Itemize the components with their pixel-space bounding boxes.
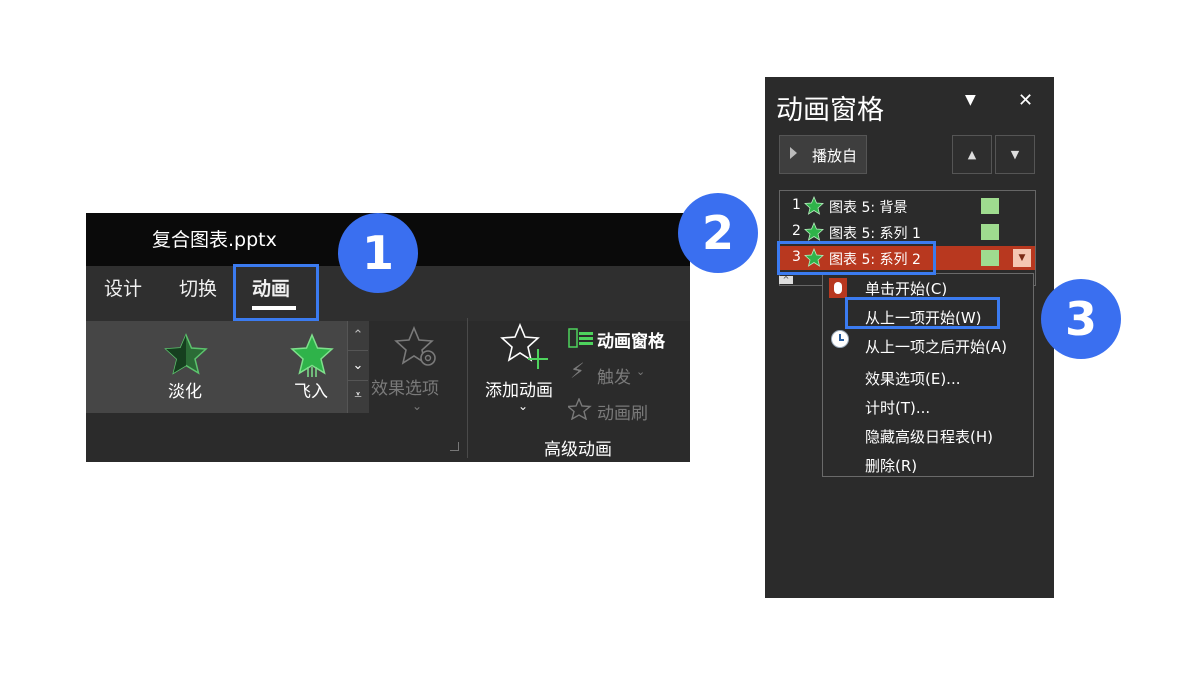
timing-bar: [981, 224, 999, 240]
effect-options-chevron-icon: ⌄: [412, 399, 423, 413]
step-badge-2: 2: [678, 193, 758, 273]
file-title: 复合图表.pptx: [152, 229, 277, 251]
animation-item[interactable]: 1 图表 5: 背景: [780, 194, 1035, 218]
list-scroll-icon[interactable]: ^: [779, 276, 793, 284]
animation-item[interactable]: 2 图表 5: 系列 1: [780, 220, 1035, 244]
pane-options-icon[interactable]: ▼: [965, 92, 976, 108]
pane-title: 动画窗格: [776, 95, 884, 126]
context-menu: 单击开始(C) 从上一项开始(W) 从上一项之后开始(A) 效果选项(E)...…: [822, 273, 1034, 477]
menu-hide-advanced-timeline[interactable]: 隐藏高级日程表(H): [865, 428, 993, 446]
entrance-star-icon: [804, 196, 824, 215]
menu-timing[interactable]: 计时(T)...: [865, 399, 931, 417]
step-badge-1: 1: [338, 213, 418, 293]
trigger-chevron-icon: ⌄: [636, 365, 646, 378]
effect-options-icon: [394, 326, 436, 366]
animation-painter-button[interactable]: 动画刷: [597, 404, 648, 424]
animation-list: 1 图表 5: 背景 2 图表 5: 系列 1 3 图表 5: 系列 2 ▼: [779, 190, 1036, 286]
clock-icon: [831, 330, 849, 348]
tab-animations[interactable]: 动画: [252, 278, 291, 300]
move-up-icon[interactable]: ▲: [952, 135, 992, 174]
animation-gallery: 淡化 飞入: [86, 321, 368, 413]
effect-options-label[interactable]: 效果选项: [371, 379, 439, 399]
step-badge-3: 3: [1041, 279, 1121, 359]
dialog-launcher-icon[interactable]: [450, 442, 459, 451]
highlight-with-previous: [845, 297, 1000, 329]
animation-painter-icon: [568, 398, 592, 420]
play-from-label: 播放自: [812, 147, 858, 165]
trigger-icon: ⚡: [570, 359, 585, 383]
tab-design[interactable]: 设计: [104, 278, 143, 300]
animation-pane: 动画窗格 ▼ ✕ 播放自 ▲ ▼ 1 图表 5: 背景 2 图表 5: 系列 1…: [765, 77, 1054, 598]
animation-item-selected[interactable]: 3 图表 5: 系列 2 ▼: [780, 246, 1035, 270]
menu-start-on-click[interactable]: 单击开始(C): [865, 280, 948, 298]
star-fly-in-icon: [290, 333, 334, 377]
entrance-star-icon: [804, 248, 824, 267]
mouse-icon: [829, 278, 847, 298]
item-dropdown-icon[interactable]: ▼: [1013, 249, 1031, 267]
play-icon: [790, 147, 797, 159]
gallery-item-fade[interactable]: 淡化: [150, 331, 222, 411]
highlight-animations-tab: [233, 264, 319, 321]
scroll-down-icon[interactable]: ⌄: [348, 351, 368, 381]
menu-start-with-previous[interactable]: 从上一项开始(W): [865, 309, 982, 327]
scroll-up-icon[interactable]: ⌃: [348, 321, 368, 351]
advanced-animation-group-label: 高级动画: [544, 440, 612, 460]
gallery-expand-icon[interactable]: ⩡: [354, 388, 362, 403]
add-animation-button[interactable]: 添加动画: [485, 381, 553, 401]
group-separator: [467, 318, 468, 458]
menu-remove[interactable]: 删除(R): [865, 457, 918, 475]
animation-pane-button[interactable]: 动画窗格: [597, 332, 665, 352]
animation-pane-icon: [568, 328, 593, 348]
add-animation-icon: [500, 323, 548, 369]
trigger-button[interactable]: 触发: [597, 368, 631, 388]
star-fade-icon: [164, 333, 208, 375]
entrance-star-icon: [804, 222, 824, 241]
tab-transitions[interactable]: 切换: [179, 278, 218, 300]
gallery-scrollbar: ⌃ ⌄ ⩡: [347, 321, 369, 413]
timing-bar: [981, 198, 999, 214]
gallery-label-fly-in: 飞入: [294, 382, 328, 402]
gallery-label-fade: 淡化: [168, 382, 202, 402]
gallery-item-fly-in[interactable]: 飞入: [276, 331, 348, 411]
highlight-selected-item: [777, 241, 936, 275]
add-animation-chevron-icon: ⌄: [518, 399, 529, 413]
timing-bar: [981, 250, 999, 266]
play-from-button[interactable]: 播放自: [779, 135, 867, 174]
close-icon[interactable]: ✕: [1018, 90, 1034, 111]
menu-start-after-previous[interactable]: 从上一项之后开始(A): [865, 338, 1007, 356]
menu-effect-options[interactable]: 效果选项(E)...: [865, 370, 961, 388]
move-down-icon[interactable]: ▼: [995, 135, 1035, 174]
item-label: 图表 5: 系列 1: [829, 226, 921, 242]
item-number: 3: [792, 249, 801, 265]
item-number: 1: [792, 197, 801, 213]
item-label: 图表 5: 背景: [829, 200, 908, 216]
active-tab-underline: [252, 306, 296, 310]
item-label: 图表 5: 系列 2: [829, 252, 921, 268]
item-number: 2: [792, 223, 801, 239]
